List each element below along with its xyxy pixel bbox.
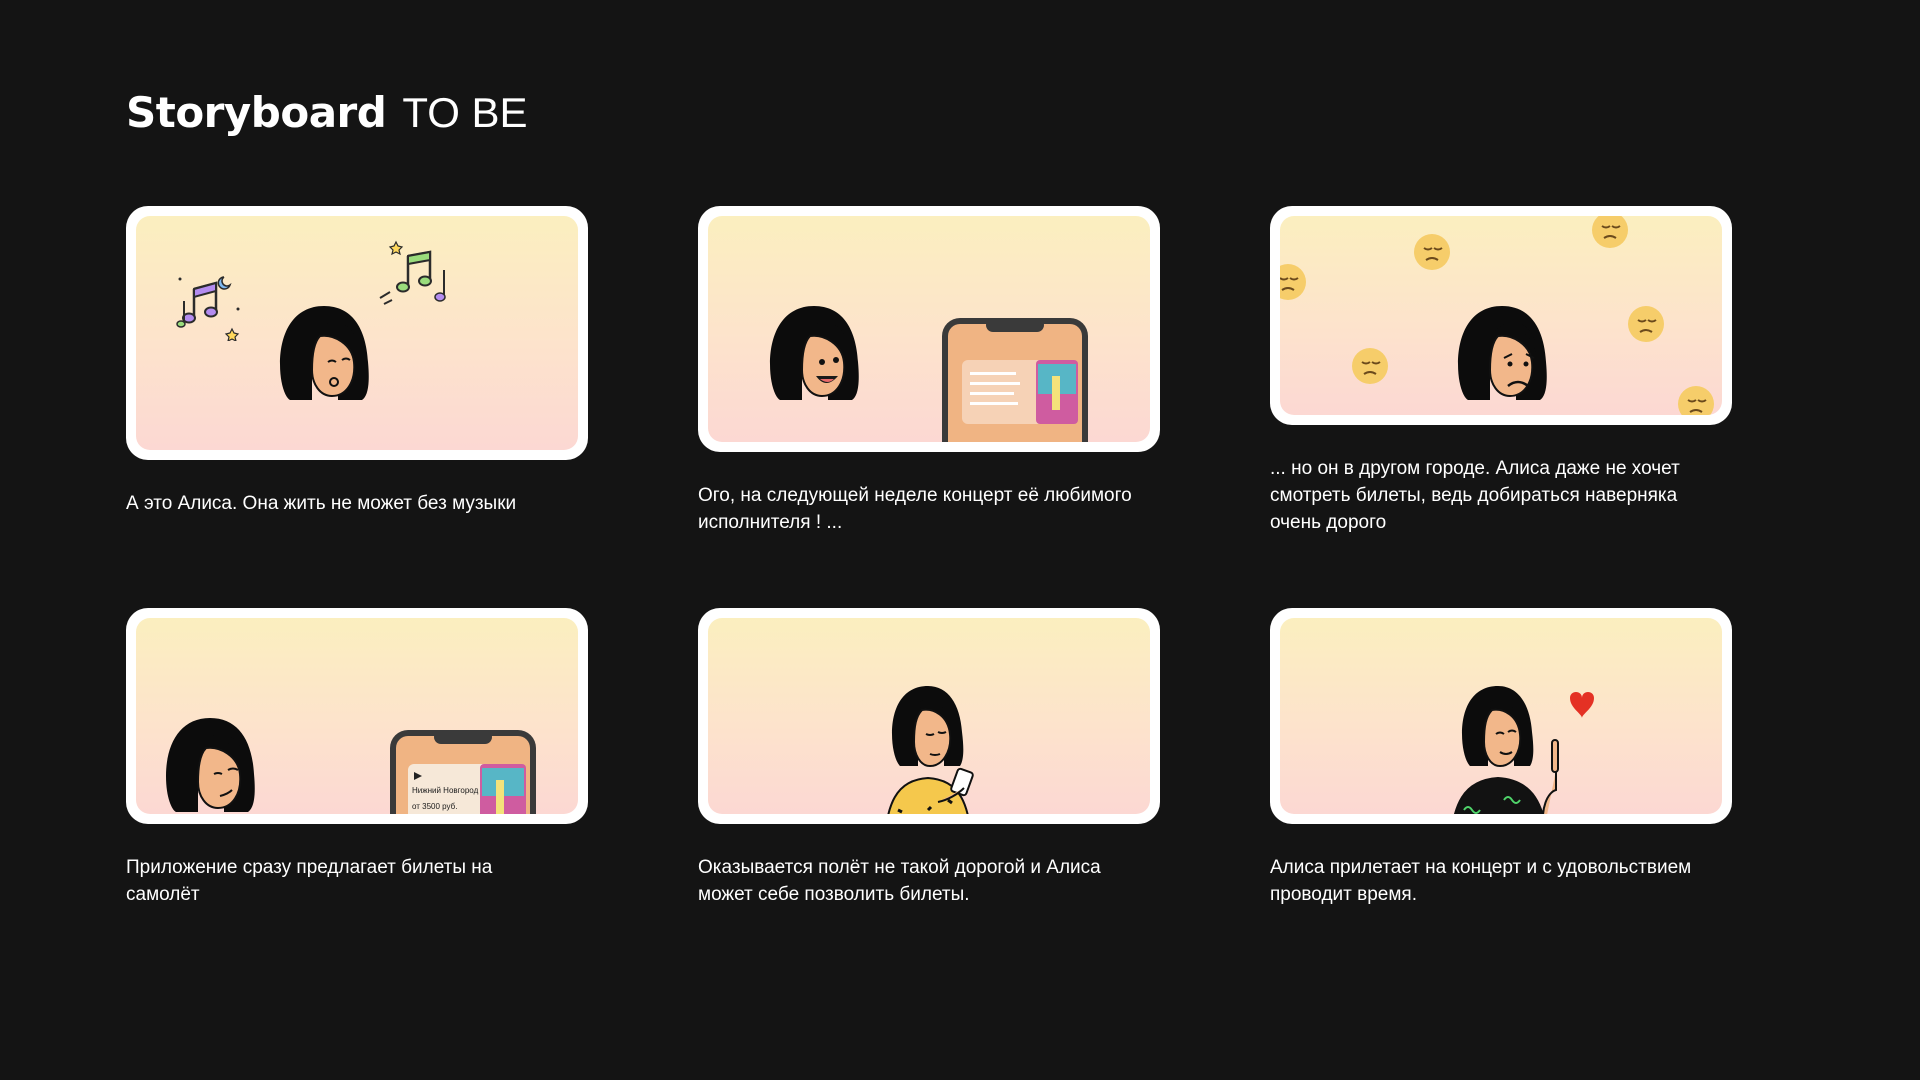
panel-frame [698, 206, 1160, 452]
panel-caption: Оказывается полёт не такой дорогой и Али… [698, 857, 1101, 905]
page-title-bold: Storyboard [126, 88, 387, 137]
panel-caption: Приложение сразу предлагает билеты на са… [126, 857, 493, 905]
pensive-face-icon [1592, 216, 1628, 248]
storyboard-panel-1: А это Алиса. Она жить не может без музык… [126, 206, 588, 536]
scene-alice-surprised-phone [708, 216, 1150, 442]
phone-card-city: Нижний Новгород [412, 786, 479, 795]
pensive-face-icon [1352, 348, 1388, 384]
phone-illustration: Нижний Новгород от 3500 руб. [390, 730, 536, 814]
scene-alice-sad [1280, 216, 1722, 415]
alice-head [770, 306, 859, 400]
panel-frame [126, 206, 588, 460]
storyboard-panel-2: Ого, на следующей неделе концерт её люби… [698, 206, 1160, 536]
pensive-face-icon [1678, 386, 1714, 415]
storyboard-panel-4: Нижний Новгород от 3500 руб. Приложение … [126, 608, 588, 908]
phone-frame [390, 730, 536, 814]
pensive-face-icon [1280, 264, 1306, 300]
panel-frame [1270, 206, 1732, 425]
alice-head [280, 306, 369, 400]
panel-frame [1270, 608, 1732, 824]
panel-caption: Алиса прилетает на концерт и с удовольст… [1270, 857, 1692, 905]
page-title-light: TO BE [402, 89, 528, 136]
music-notes-icon [176, 276, 240, 341]
scene-alice-happy [1280, 618, 1722, 814]
panel-caption: Ого, на следующей неделе концерт её люби… [698, 485, 1132, 533]
scene-alice-buying [708, 618, 1150, 814]
panel-caption: А это Алиса. Она жить не может без музык… [126, 493, 517, 514]
pensive-face-icon [1628, 306, 1664, 342]
pensive-face-icon [1414, 234, 1450, 270]
scene-alice-phone-offer: Нижний Новгород от 3500 руб. [136, 618, 578, 814]
panel-caption: ... но он в другом городе. Алиса даже не… [1270, 458, 1680, 533]
music-notes-icon [379, 240, 446, 305]
alice-figure-black [1454, 686, 1594, 814]
alice-head [1458, 306, 1547, 400]
phone-card-price: от 3500 руб. [412, 802, 458, 811]
scene-alice-singing [136, 216, 578, 450]
page-title: Storyboard TO BE [126, 88, 528, 137]
storyboard-panel-6: Алиса прилетает на концерт и с удовольст… [1270, 608, 1732, 908]
storyboard-panel-5: Оказывается полёт не такой дорогой и Али… [698, 608, 1160, 908]
alice-head [166, 718, 255, 812]
alice-figure-yellow [887, 686, 974, 814]
panel-frame [698, 608, 1160, 824]
panel-frame: Нижний Новгород от 3500 руб. [126, 608, 588, 824]
storyboard-panel-3: ... но он в другом городе. Алиса даже не… [1270, 206, 1732, 536]
storyboard-grid: А это Алиса. Она жить не может без музык… [126, 206, 1732, 908]
phone-illustration [942, 318, 1088, 442]
